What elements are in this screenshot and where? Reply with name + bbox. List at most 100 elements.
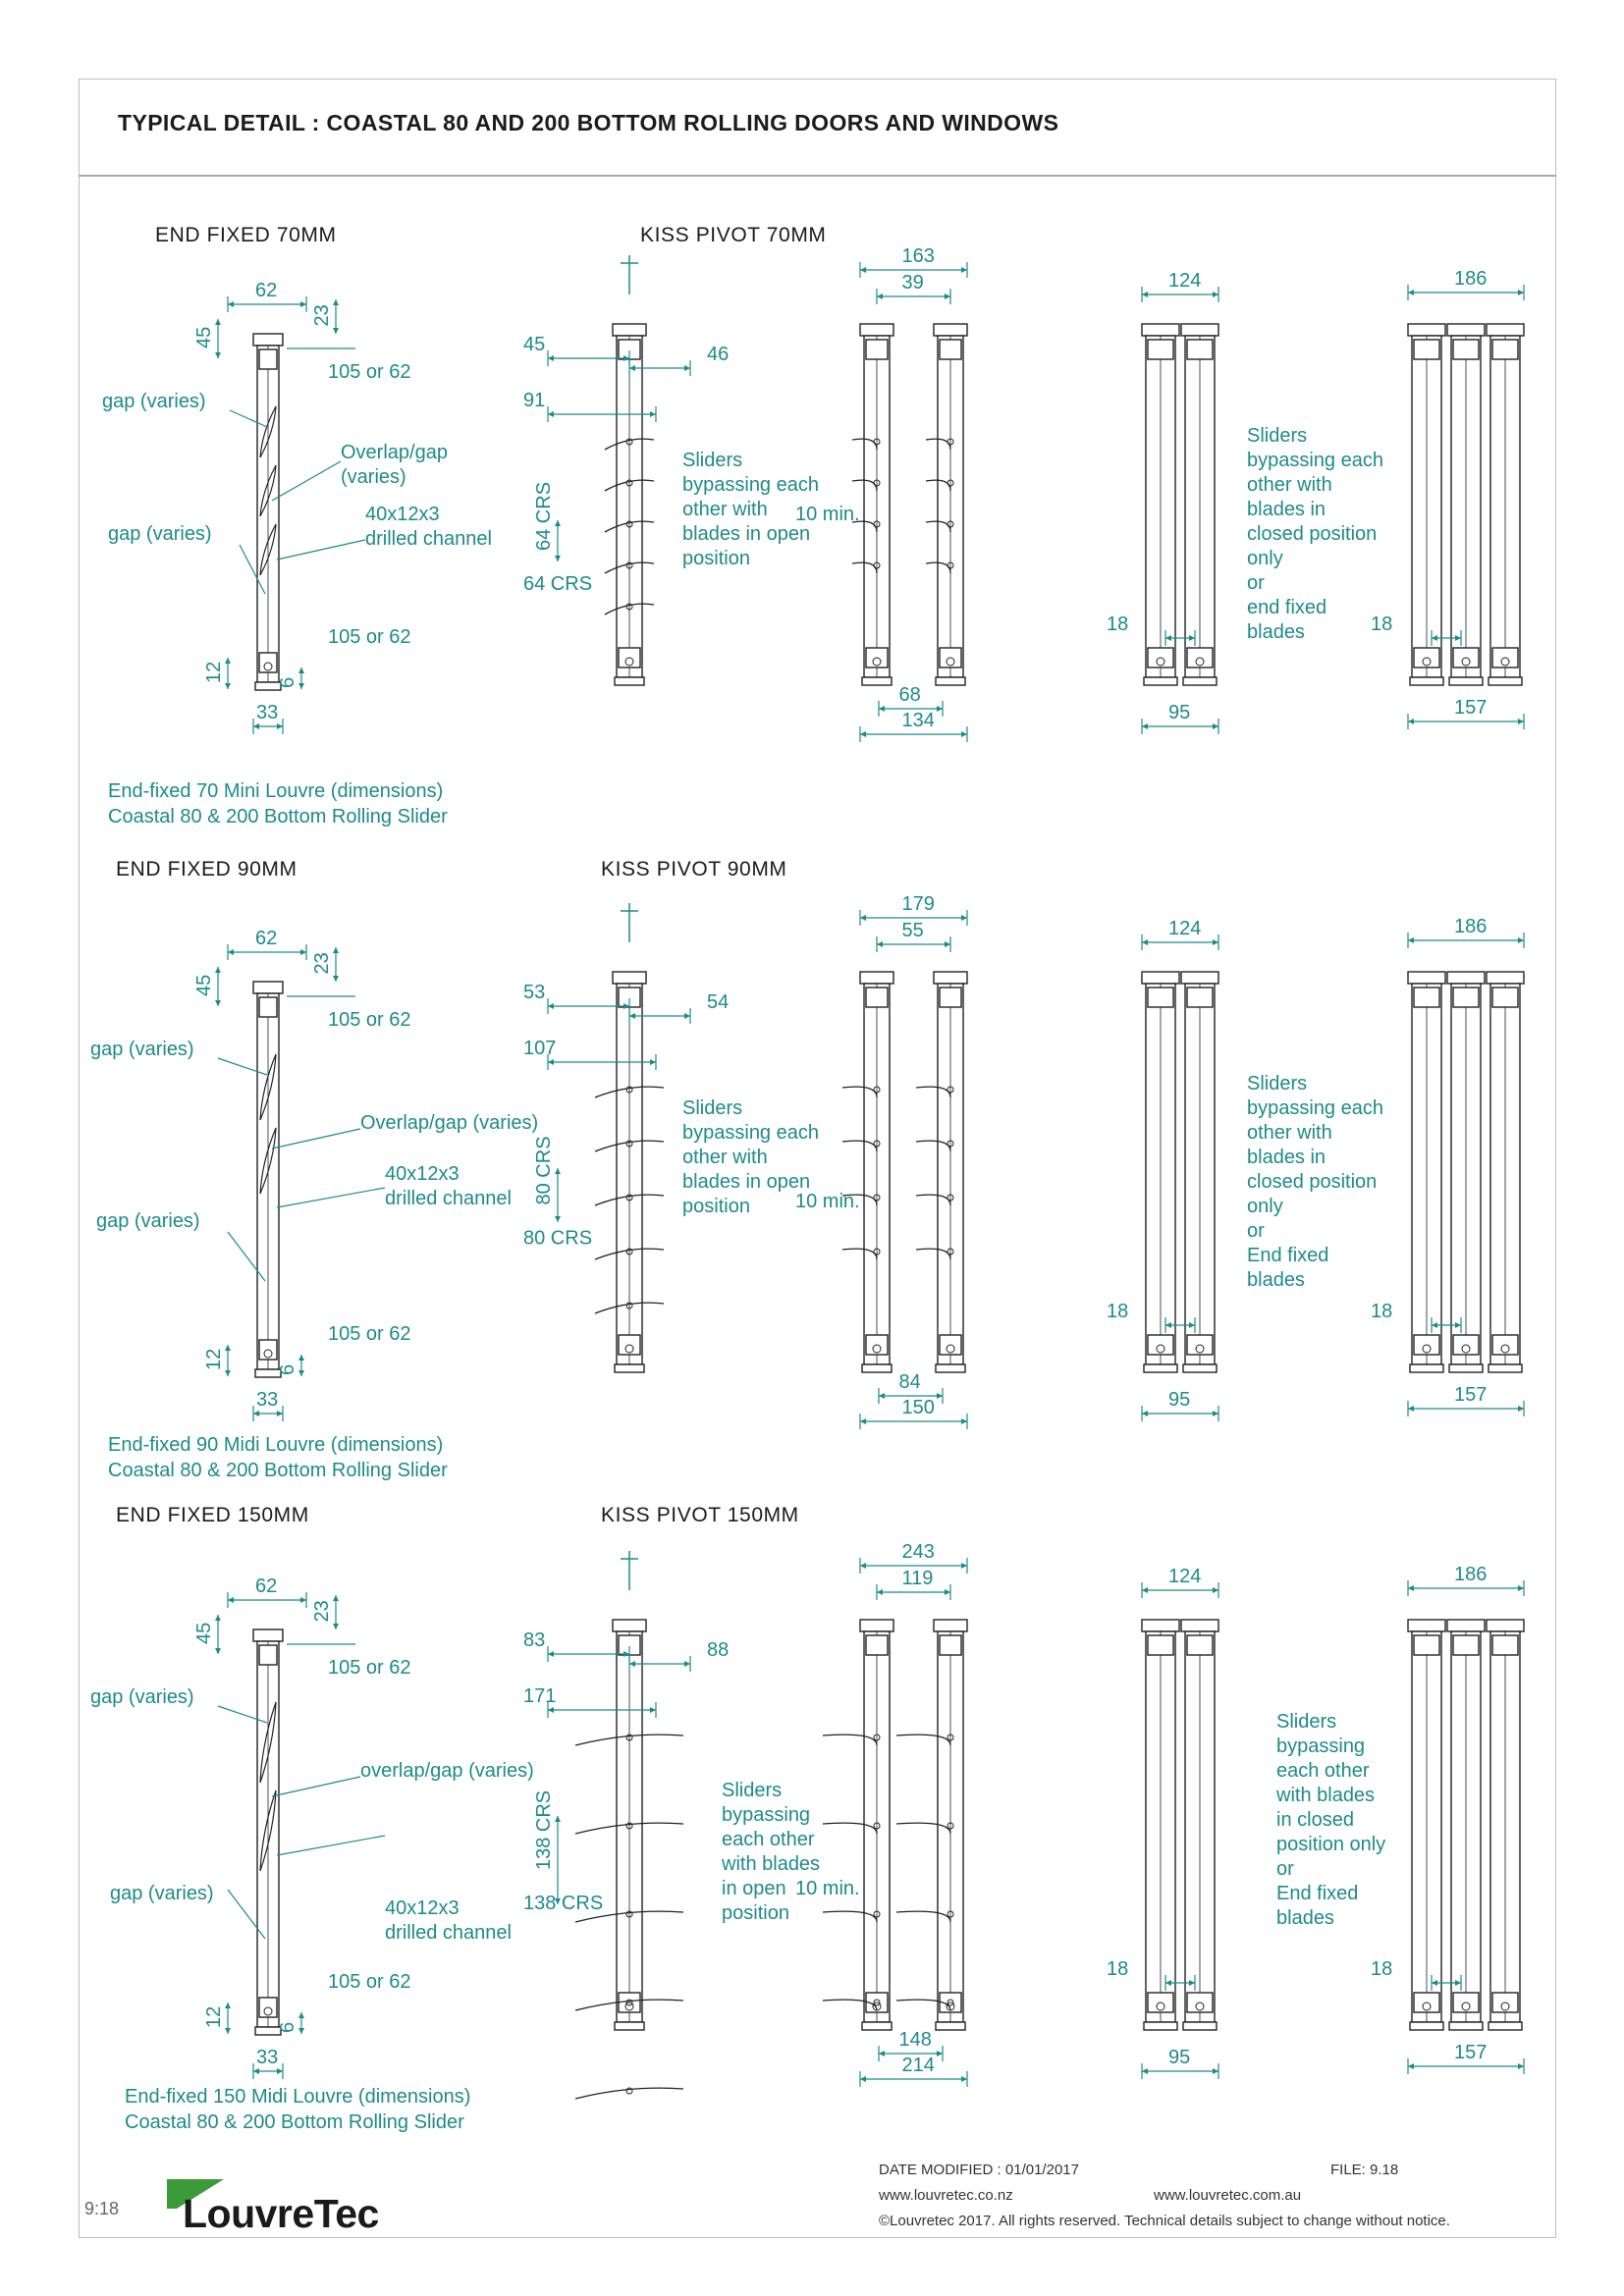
three-2-top-arrow — [1518, 1585, 1524, 1591]
kiss-2-right-arrow — [684, 1661, 690, 1667]
three-0-gap-arrow — [1455, 635, 1461, 641]
end-1-channel-leader — [276, 1187, 386, 1208]
end-1-channel-line: drilled channel — [385, 1188, 512, 1209]
section-title-end-70: END FIXED 70MM — [155, 224, 337, 246]
end-2-head-arrow — [215, 1648, 221, 1654]
kiss-1-open-note-line: Sliders — [682, 1097, 742, 1119]
end-1-overlap-line: Overlap/gap (varies) — [360, 1112, 538, 1134]
two-1-a-head-block — [1147, 987, 1174, 1008]
footer-web-nz[interactable]: www.louvretec.co.nz — [879, 2187, 1013, 2204]
end-fixed-0-track — [254, 681, 282, 691]
kiss-0-reach-arrow — [548, 411, 554, 417]
two-0-closed-note-line: bypassing each — [1247, 450, 1383, 471]
pair-2-b-blade — [895, 1822, 951, 1835]
kiss-2-pivot — [625, 1822, 633, 1830]
pair-1-b-blade — [915, 1194, 951, 1206]
end-0-gap-top: gap (varies) — [102, 391, 206, 412]
pair-2-b-blade — [895, 1734, 951, 1746]
three-1-0-track — [1409, 1363, 1444, 1373]
kiss-2-open-note-line: each other — [722, 1829, 815, 1850]
end-1-lower: 105 or 62 — [328, 1323, 411, 1345]
caption-2-line1: End-fixed 150 Midi Louvre (dimensions) — [125, 2086, 470, 2108]
pair-0-a-head — [859, 323, 894, 337]
two-0-gap-arrow — [1189, 635, 1195, 641]
three-1-1-head — [1446, 971, 1486, 985]
three-2-bottom-arrow — [1518, 2063, 1524, 2069]
end-0-channel-leader — [276, 539, 366, 561]
footer-copyright: ©Louvretec 2017. All rights reserved. Te… — [879, 2213, 1450, 2229]
end-2-base-arrow — [253, 2068, 259, 2074]
pair-0-b-pivot — [947, 520, 954, 528]
end-fixed-0-head — [252, 333, 284, 347]
end-fixed-0-roller — [263, 662, 273, 671]
three-0-gap-arrow — [1432, 635, 1437, 641]
two-1-b-track — [1182, 1363, 1218, 1373]
pair-2-a-blade — [822, 1999, 878, 2011]
kiss-2-pivot — [625, 1734, 633, 1741]
pair-1-b-blade — [915, 1086, 951, 1098]
kiss-1-crs-line-arrow — [555, 1216, 561, 1222]
footer-file: FILE: 9.18 — [1330, 2162, 1399, 2178]
three-2-bottom-label: 157 — [1454, 2042, 1487, 2063]
kiss-1-crs-line-arrow — [555, 1168, 561, 1174]
end-1-bottom-arrow — [225, 1370, 231, 1376]
three-1-0-roller — [1422, 1344, 1432, 1354]
two-0-top-arrow — [1213, 292, 1218, 297]
two-0-b-roller — [1195, 657, 1205, 667]
end-fixed-2-head — [252, 1629, 284, 1642]
pair-2-inner-arrow — [945, 1589, 950, 1595]
two-1-closed-note-line: blades — [1247, 1269, 1305, 1291]
pair-0-bottom-arrow — [860, 731, 866, 737]
pair-1-inner-label: 55 — [902, 920, 924, 941]
two-0-closed-note-line: blades — [1247, 621, 1305, 643]
pair-1-b-pivot — [947, 1194, 954, 1201]
three-1-bottom-arrow — [1518, 1406, 1524, 1412]
kiss-1-reach-arrow — [548, 1059, 554, 1065]
pair-0-a-roller — [872, 657, 882, 667]
kiss-0-crs-line-arrow — [555, 520, 561, 526]
pair-0-a-blade — [851, 438, 878, 451]
three-2-1-track — [1448, 2021, 1484, 2031]
two-0-gap-label: 18 — [1107, 614, 1128, 635]
kiss-1-open-note-line: position — [682, 1196, 750, 1217]
footer-date-modified: DATE MODIFIED : 01/01/2017 — [879, 2162, 1079, 2178]
two-2-closed-note-line: in closed — [1276, 1809, 1354, 1831]
two-1-closed-note-line: or — [1247, 1220, 1265, 1242]
end-fixed-1-blade — [259, 1127, 277, 1195]
two-1-a-head — [1141, 971, 1180, 985]
kiss-1-blade — [594, 1194, 665, 1206]
end-1-sill-arrow — [298, 1370, 304, 1376]
two-2-b-head-block — [1186, 1634, 1214, 1656]
two-2-bottom-arrow — [1213, 2068, 1218, 2074]
end-2-upper: 105 or 62 — [328, 1657, 411, 1679]
pair-1-a-blade — [841, 1140, 878, 1152]
end-1-head-arrow — [215, 1000, 221, 1006]
kiss-1-right-arrow — [684, 1013, 690, 1019]
two-1-top-arrow — [1213, 939, 1218, 945]
kiss-0-open-note-line: position — [682, 548, 750, 569]
kiss-0-pivot — [625, 603, 633, 611]
two-2-top-label: 124 — [1168, 1566, 1201, 1587]
pair-2-inner-arrow — [877, 1589, 883, 1595]
pair-2-a-pivot — [873, 1822, 881, 1830]
two-2-a-track — [1143, 2021, 1178, 2031]
kiss-1-roller — [624, 1344, 634, 1354]
end-1-width-arrow — [300, 949, 306, 955]
caption-0-line1: End-fixed 70 Mini Louvre (dimensions) — [108, 780, 443, 802]
two-1-closed-note-line: only — [1247, 1196, 1283, 1217]
two-0-closed-note-line: end fixed — [1247, 597, 1326, 618]
end-2-sill-arrow — [298, 2012, 304, 2018]
two-1-closed-note-line: other with — [1247, 1122, 1332, 1144]
end-fixed-2-head-block — [258, 1644, 278, 1666]
three-1-2-head — [1486, 971, 1525, 985]
footer-web-au[interactable]: www.louvretec.com.au — [1154, 2187, 1302, 2204]
end-2-lower: 105 or 62 — [328, 1971, 411, 1993]
pair-1-b-blade — [915, 1140, 951, 1152]
end-fixed-0-blade — [259, 464, 277, 517]
pair-1-top-arrow — [961, 915, 967, 921]
two-1-gap-arrow — [1165, 1322, 1171, 1328]
kiss-2-head — [612, 1619, 647, 1632]
pair-0-a-pivot — [873, 479, 881, 487]
pair-2-a-blade — [822, 1734, 878, 1746]
three-1-1-head-block — [1452, 987, 1480, 1008]
